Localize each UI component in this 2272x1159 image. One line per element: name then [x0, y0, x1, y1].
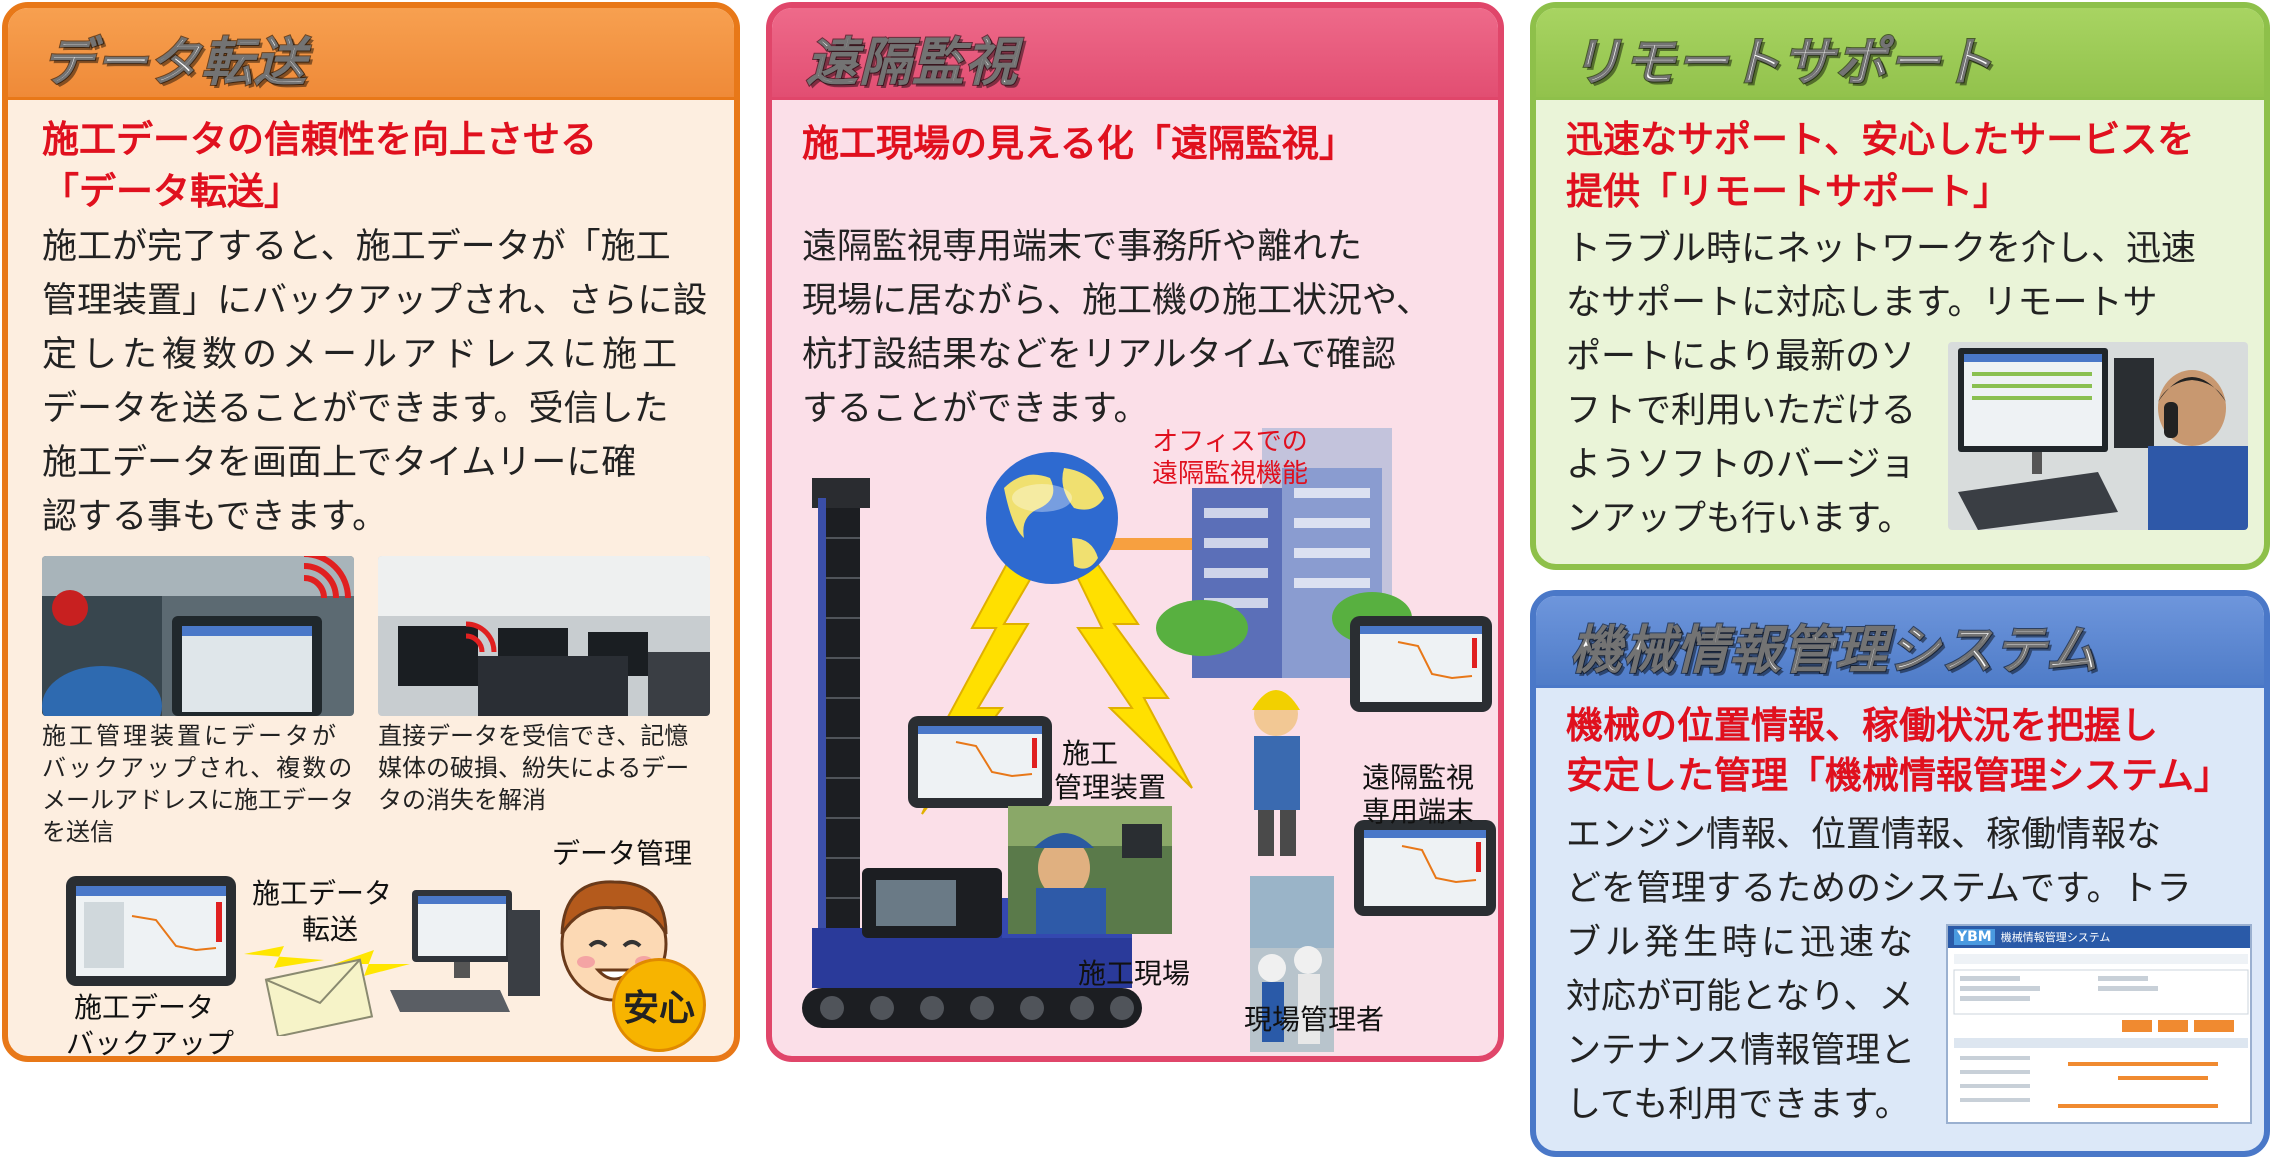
support-body-5: ようソフトのバージョ — [1566, 445, 1916, 485]
support-panel: リモートサポート 迅速なサポート、安心したサービスを 提供「リモートサポート」 … — [1530, 2, 2270, 570]
system-screenshot: YBM 機械情報管理システム — [1946, 924, 2252, 1124]
machine-info-header: 機械情報管理システム — [1536, 596, 2264, 688]
support-body-6: ンアップも行います。 — [1566, 499, 1913, 539]
terminal-label-1: 遠隔監視 — [1362, 761, 1475, 794]
office-monitor-photo — [378, 556, 710, 716]
network-illustration — [802, 428, 1496, 1052]
monitoring-body-1: 遠隔監視専用端末で事務所や離れた — [802, 227, 1363, 267]
envelope-icon — [244, 946, 410, 1036]
support-body-4: フトで利用いただける — [1566, 391, 1917, 431]
data-transfer-body-4: データを送ることができます。受信した — [42, 389, 669, 429]
machine-body-5: ンテナンス情報管理と — [1566, 1031, 1916, 1071]
screenshot-content — [1953, 954, 2249, 1108]
device-label-2: 管理装置 — [1054, 771, 1167, 804]
backup-label-2: バックアップ — [66, 1027, 235, 1060]
transfer-label-2: 転送 — [302, 913, 359, 946]
data-transfer-body-5: 施工データを画面上でタイムリーに確 — [42, 443, 637, 483]
screenshot-logo: YBM — [1954, 929, 1995, 945]
monitoring-header: 遠隔監視 — [772, 8, 1498, 100]
cab-caption-3: メールアドレスに施工データ — [42, 786, 354, 814]
backup-label-1: 施工データ — [74, 991, 215, 1024]
desktop-computer-icon — [390, 890, 540, 1012]
cab-caption-4: を送信 — [42, 818, 114, 846]
support-body-3: ポートにより最新のソ — [1566, 337, 1916, 377]
support-title: リモートサポート — [1569, 32, 1995, 94]
screenshot-title: 機械情報管理システム — [2000, 931, 2111, 944]
monitoring-panel: 遠隔監視 施工現場の見える化「遠隔監視」 遠隔監視専用端末で事務所や離れた 現場… — [766, 2, 1504, 1062]
machine-body-3: ブル発生時に迅速な — [1566, 923, 1918, 963]
tablet-icon — [66, 876, 236, 986]
office-caption-2: 媒体の破損、紛失によるデー — [378, 754, 690, 782]
cab-tablet-photo — [42, 556, 354, 716]
data-transfer-body-2: 管理装置」にバックアップされ、さらに設 — [42, 281, 708, 321]
machine-body-2: どを管理するためのシステムです。トラ — [1566, 869, 2192, 909]
office-monitoring-label: オフィスでの 遠隔監視機能 — [1152, 426, 1308, 490]
site-label: 施工現場 — [1078, 957, 1191, 990]
data-transfer-body-1: 施工が完了すると、施工データが「施工 — [42, 227, 671, 267]
office-caption-1: 直接データを受信でき、記憶 — [378, 722, 689, 750]
data-transfer-headline-1: 施工データの信頼性を向上させる — [42, 118, 597, 161]
device-label-1: 施工 — [1062, 737, 1119, 770]
data-transfer-title: データ転送 — [41, 32, 308, 94]
machine-info-panel: 機械情報管理システム 機械の位置情報、稼働状況を把握し 安定した管理「機械情報管… — [1530, 590, 2270, 1157]
monitoring-headline: 施工現場の見える化「遠隔監視」 — [802, 122, 1356, 165]
screenshot-titlebar: YBM 機械情報管理システム — [1948, 926, 2250, 948]
terminal-label-2: 専用端末 — [1362, 795, 1475, 828]
cab-caption-2: バックアップされ、複数の — [42, 754, 355, 782]
machine-headline-2: 安定した管理「機械情報管理システム」 — [1566, 754, 2231, 797]
anshin-badge: 安心 — [612, 958, 706, 1052]
monitoring-body-3: 杭打設結果などをリアルタイムで確認 — [802, 335, 1396, 375]
machine-info-title: 機械情報管理システム — [1569, 620, 2099, 682]
transfer-label-1: 施工データ — [252, 877, 393, 910]
machine-body-4: 対応が可能となり、メ — [1566, 977, 1914, 1017]
office-monitoring-label-1: オフィスでの — [1152, 427, 1308, 457]
monitoring-body-2: 現場に居ながら、施工機の施工状況や、 — [802, 281, 1431, 321]
support-staff-photo — [1948, 342, 2248, 530]
data-management-label: データ管理 — [552, 837, 693, 870]
data-transfer-body-6: 認する事もできます。 — [42, 497, 388, 537]
support-body-1: トラブル時にネットワークを介し、迅速 — [1566, 229, 2197, 269]
cab-caption-1: 施工管理装置にデータが — [42, 722, 339, 750]
machine-body-1: エンジン情報、位置情報、稼働情報な — [1566, 815, 2162, 855]
support-body-2: なサポートに対応します。リモートサ — [1566, 283, 2158, 323]
support-header: リモートサポート — [1536, 8, 2264, 100]
data-transfer-body-3: 定した複数のメールアドレスに施工 — [42, 335, 683, 375]
manager-label: 現場管理者 — [1244, 1003, 1385, 1036]
monitoring-body-4: することができます。 — [802, 389, 1149, 429]
data-transfer-header: データ転送 — [8, 8, 734, 100]
office-caption-3: タの消失を解消 — [378, 786, 546, 814]
data-transfer-headline-2: 「データ転送」 — [42, 170, 301, 213]
support-headline-2: 提供「リモートサポート」 — [1566, 170, 2010, 213]
machine-body-6: しても利用できます。 — [1566, 1085, 1910, 1125]
monitoring-title: 遠隔監視 — [805, 32, 1019, 94]
data-transfer-panel: データ転送 施工データの信頼性を向上させる 「データ転送」 施工が完了すると、施… — [2, 2, 740, 1062]
support-headline-1: 迅速なサポート、安心したサービスを — [1566, 118, 2195, 161]
office-monitoring-label-2: 遠隔監視機能 — [1152, 459, 1309, 489]
machine-headline-1: 機械の位置情報、稼働状況を把握し — [1566, 704, 2158, 747]
